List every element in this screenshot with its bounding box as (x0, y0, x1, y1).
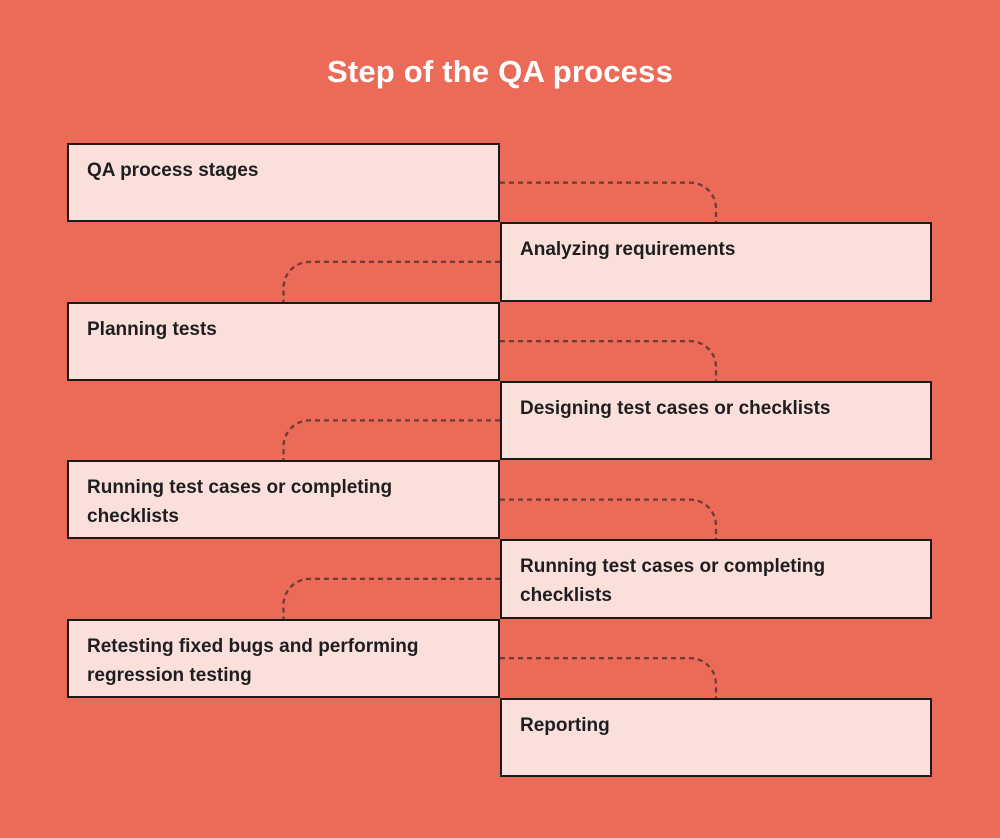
box-label: Analyzing requirements (520, 239, 736, 261)
box-label: Designing test cases or checklists (520, 397, 831, 419)
box-running-test-cases-right: Running test cases or completing checkli… (500, 539, 932, 619)
box-qa-process-stages: QA process stages (67, 143, 500, 223)
box-label: QA process stages (87, 160, 259, 181)
box-label: Running test cases or completing checkli… (520, 556, 826, 607)
box-planning-tests: Planning tests (67, 301, 500, 381)
page-title: Step of the QA process (326, 54, 674, 89)
box-running-test-cases-left: Running test cases or completing checkli… (67, 460, 500, 540)
box-label: Retesting fixed bugs and performing regr… (87, 635, 419, 686)
box-label: Planning tests (87, 318, 217, 340)
box-reporting: Reporting (500, 697, 932, 777)
box-retesting-fixed-bugs: Retesting fixed bugs and performing regr… (67, 618, 500, 698)
box-designing-test-cases: Designing test cases or checklists (500, 380, 932, 460)
box-analyzing-requirements: Analyzing requirements (500, 222, 932, 302)
box-label: Running test cases or completing checkli… (87, 477, 393, 527)
box-label: Reporting (520, 714, 610, 736)
